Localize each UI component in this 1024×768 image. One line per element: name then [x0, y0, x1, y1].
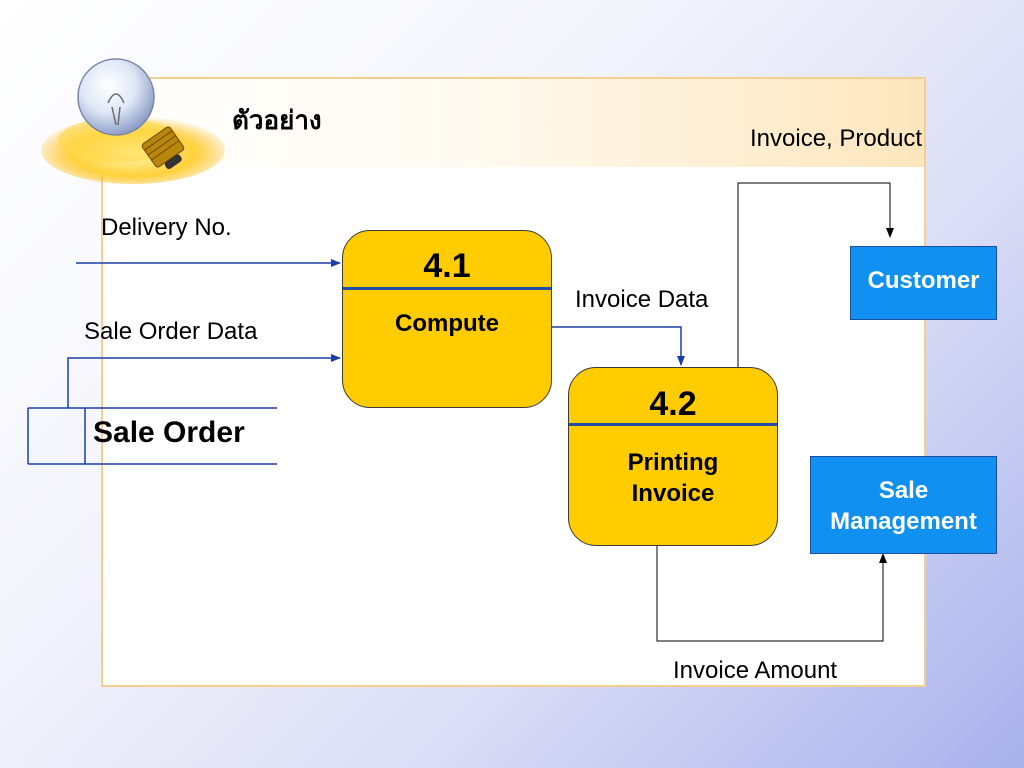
label-invoice-data: Invoice Data — [575, 286, 709, 313]
light-bulb-icon — [41, 58, 225, 184]
process-4-2-divider — [569, 423, 777, 426]
process-4-1-divider — [343, 287, 551, 290]
entity-sale-management-line-1: Sale — [878, 477, 929, 504]
data-store-sale-order: Sale Order — [93, 416, 245, 449]
label-invoice-product: Invoice, Product — [750, 125, 923, 152]
process-4-1-id: 4.1 — [423, 247, 471, 285]
invoice-product-arrow — [737, 182, 894, 368]
label-delivery-no: Delivery No. — [101, 214, 232, 241]
process-4-2-id: 4.2 — [649, 385, 697, 423]
label-invoice-amount: Invoice Amount — [673, 657, 838, 684]
header-band — [101, 77, 926, 167]
entity-sale-management-line-2: Management — [830, 508, 977, 535]
process-4-1-name: Compute — [395, 310, 499, 337]
slide-title: ตัวอย่าง — [232, 106, 322, 136]
process-4-2: 4.2 Printing Invoice — [568, 367, 778, 546]
entity-sale-management: Sale Management — [810, 456, 997, 554]
process-4-1: 4.1 Compute — [342, 230, 552, 408]
entity-customer: Customer — [850, 246, 997, 320]
invoice-data-arrow — [552, 326, 685, 366]
process-4-2-name: Printing Invoice — [569, 447, 777, 509]
label-sale-order-data: Sale Order Data — [84, 318, 258, 345]
process-4-2-name-line-2: Invoice — [631, 480, 715, 507]
sale-order-data-arrow — [67, 354, 341, 408]
process-4-2-name-line-1: Printing — [627, 449, 719, 476]
invoice-amount-arrow — [656, 546, 887, 642]
